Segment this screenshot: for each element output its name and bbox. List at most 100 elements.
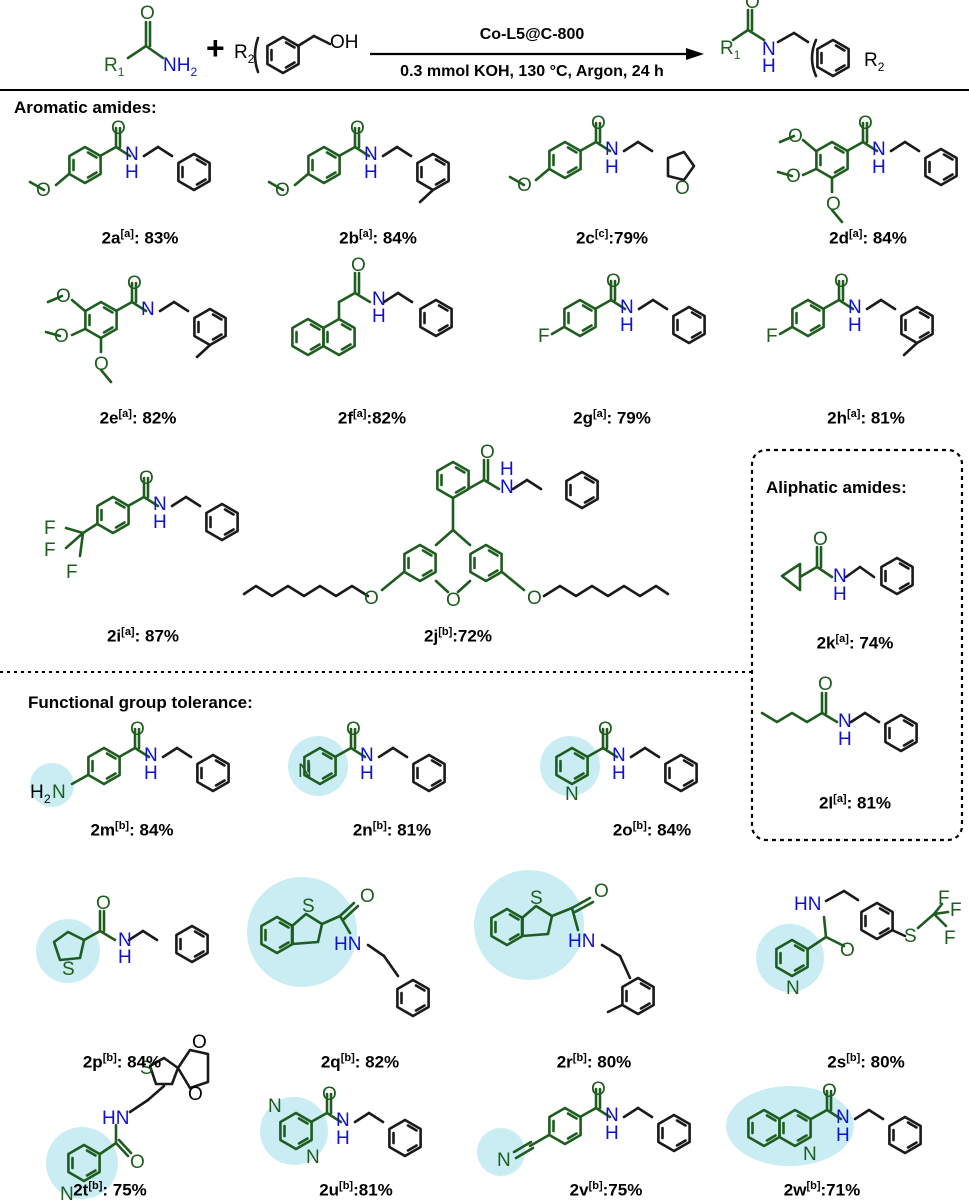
svg-text:S: S (62, 959, 75, 980)
label-2u: 2u[b]:81% (319, 1180, 393, 1200)
svg-text:S: S (302, 896, 315, 917)
svg-text:O: O (275, 180, 290, 201)
svg-text:H: H (612, 763, 626, 784)
section-aromatic: Aromatic amides: (14, 98, 157, 117)
svg-text:N: N (153, 494, 167, 515)
structure-2m (30, 727, 230, 807)
svg-text:O: O (834, 271, 849, 292)
svg-text:N: N (336, 1110, 350, 1131)
structure-2k (780, 545, 914, 596)
section-aliphatic: Aliphatic amides: (766, 478, 907, 497)
label-2f: 2f[a]:82% (337, 408, 407, 428)
svg-text:N: N (497, 1150, 511, 1171)
label-2m: 2m[b]: 84% (90, 820, 174, 840)
svg-text:N: N (118, 930, 132, 951)
svg-text:N: N (838, 711, 852, 732)
svg-text:N: N (836, 1107, 850, 1128)
svg-text:N: N (60, 1184, 74, 1203)
label-2o: 2o[b]: 84% (612, 820, 692, 840)
reaction-arrow (370, 48, 704, 60)
svg-text:O: O (130, 1152, 145, 1173)
structure-2h (778, 279, 934, 357)
svg-text:H: H (605, 1123, 619, 1144)
label-2i: 2i[a]: 87% (106, 626, 180, 646)
svg-text:H: H (364, 162, 378, 183)
svg-text:H: H (372, 306, 386, 327)
label-2b: 2b[a]: 84% (339, 228, 417, 248)
svg-text:N: N (360, 745, 374, 766)
label-2k: 2k[a]: 74% (816, 633, 894, 653)
plus-sign: + (206, 30, 225, 66)
svg-text:N: N (786, 978, 800, 999)
section-functional: Functional group tolerance: (28, 693, 253, 712)
svg-text:O: O (350, 118, 365, 139)
svg-text:H: H (605, 157, 619, 178)
svg-text:O: O (591, 113, 606, 134)
svg-text:HN: HN (334, 934, 361, 955)
svg-text:H: H (500, 459, 514, 480)
label-2p: 2p[b]: 84% (82, 1052, 162, 1072)
svg-text:H: H (848, 315, 862, 336)
svg-text:F: F (538, 326, 550, 347)
product-r1-label: R1 (720, 38, 741, 62)
svg-text:N: N (52, 782, 66, 803)
svg-text:O: O (130, 719, 145, 740)
label-2d: 2d[a]: 84% (829, 228, 907, 248)
svg-text:HN: HN (568, 931, 595, 952)
atom-labels: O O N H O N H O O N H O O N H O O O N H … (30, 0, 962, 1203)
svg-text:O: O (788, 126, 803, 147)
svg-text:O: O (56, 286, 71, 307)
product-general (731, 8, 850, 78)
svg-text:2: 2 (44, 792, 51, 806)
structure-2a (28, 126, 211, 192)
svg-text:O: O (527, 588, 542, 609)
svg-text:O: O (364, 588, 379, 609)
svg-text:N: N (306, 1147, 320, 1168)
svg-text:O: O (111, 118, 126, 139)
svg-text:H: H (762, 56, 776, 77)
structure-2i (64, 476, 239, 558)
svg-text:O: O (813, 529, 828, 550)
nh2-label: NH2 (163, 55, 198, 79)
svg-text:N: N (833, 566, 847, 587)
structure-2q (247, 877, 430, 1018)
svg-text:O: O (322, 1084, 337, 1105)
structure-2l (760, 691, 918, 753)
svg-text:S: S (530, 888, 543, 909)
svg-text:H: H (144, 763, 158, 784)
r2-label: R2 (234, 42, 255, 66)
svg-text:O: O (36, 180, 51, 201)
svg-text:N: N (620, 297, 634, 318)
svg-text:O: O (140, 3, 155, 24)
svg-text:O: O (675, 178, 690, 199)
svg-text:O: O (54, 326, 69, 347)
label-2r: 2r[b]: 80% (556, 1052, 632, 1072)
label-2c: 2c[c]:79% (575, 228, 649, 248)
product-r2-label: R2 (864, 50, 885, 74)
svg-text:H: H (125, 162, 139, 183)
svg-text:O: O (360, 886, 375, 907)
svg-text:H: H (30, 782, 44, 803)
svg-text:S: S (140, 1058, 153, 1079)
structure-2u (260, 1092, 422, 1165)
svg-text:O: O (127, 273, 142, 294)
structure-2t (46, 1048, 210, 1199)
label-2e: 2e[a]: 82% (99, 408, 177, 428)
svg-text:HN: HN (102, 1108, 129, 1129)
svg-text:H: H (360, 763, 374, 784)
svg-text:N: N (848, 297, 862, 318)
svg-text:O: O (745, 0, 760, 13)
svg-text:F: F (938, 888, 950, 909)
svg-text:N: N (298, 761, 312, 782)
structure-2g (550, 279, 706, 345)
label-2v: 2v[b]:75% (569, 1180, 643, 1200)
svg-text:F: F (950, 900, 962, 921)
svg-text:H: H (620, 315, 634, 336)
svg-text:H: H (872, 157, 886, 178)
structure-2r (474, 870, 655, 1016)
label-2l: 2l[a]: 81% (818, 793, 892, 813)
svg-text:H: H (833, 584, 847, 605)
svg-text:O: O (594, 881, 609, 902)
